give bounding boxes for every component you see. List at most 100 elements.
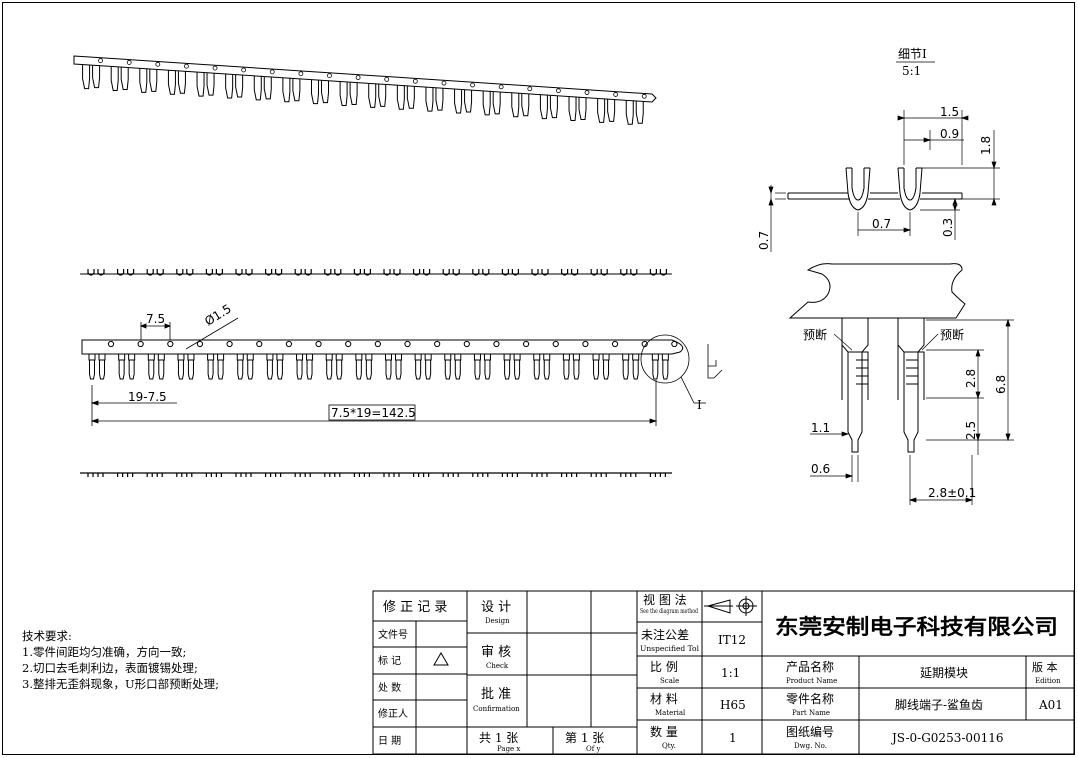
front-pin — [444, 354, 452, 380]
plan-pin-pair — [472, 269, 490, 276]
strip-hole — [256, 340, 263, 348]
dim-section-6-8: 6.8 — [994, 375, 1008, 394]
front-pin — [187, 354, 195, 380]
approve-label: 批 准 — [481, 687, 511, 702]
plan-pin-pair — [117, 269, 135, 276]
bottom-pin-pair — [146, 473, 163, 477]
plan-pin-pair — [413, 269, 431, 276]
front-pin — [217, 354, 225, 380]
strip-hole — [345, 340, 352, 348]
iso-pin — [310, 79, 329, 105]
plan-row-view — [80, 269, 672, 276]
dim-offset: 19-7.5 — [128, 390, 167, 404]
front-pin — [118, 354, 126, 380]
design-label: 设 计 — [481, 600, 511, 615]
dim-total-box — [328, 404, 416, 421]
iso-pin — [425, 87, 444, 112]
approve-label-en: Confirmation — [473, 705, 520, 713]
bottom-pin-pair — [324, 473, 341, 477]
mark-label: 标 记 — [378, 655, 401, 667]
front-pin — [661, 354, 669, 380]
strip-hole — [552, 340, 559, 348]
dim-detail-0-7: 0.7 — [872, 217, 891, 231]
iso-pin — [339, 81, 358, 106]
front-pin — [335, 354, 343, 380]
bottom-pin-pair — [353, 473, 370, 477]
strip-hole — [107, 340, 115, 348]
strip-hole — [523, 340, 530, 348]
front-pin — [276, 354, 284, 380]
strip-hole — [493, 340, 500, 348]
bottom-pin-pair — [590, 473, 607, 477]
tolerance-label-en: Unspecified Tol — [640, 645, 700, 653]
plan-pin-pair — [531, 269, 549, 276]
front-view — [81, 339, 684, 380]
notes-title: 技术要求: — [22, 629, 72, 643]
front-pin — [246, 354, 254, 380]
front-pin — [473, 354, 481, 380]
front-pin — [513, 354, 521, 380]
material-label-en: Material — [655, 709, 686, 717]
iso-pin — [597, 98, 616, 123]
bottom-pin-pair — [472, 473, 489, 477]
dim-detail-1-5: 1.5 — [940, 105, 959, 119]
edition-value: A01 — [1038, 698, 1063, 712]
strip-hole — [137, 340, 144, 348]
date-label: 日 期 — [378, 735, 401, 747]
notes-item-3: 3.整排无歪斜现象，U形口部预断处理; — [22, 677, 220, 691]
part-name-label-en: Part Name — [792, 709, 830, 717]
drawing-no-label-en: Dwg. No. — [794, 742, 827, 750]
label-pre-break-right: 预断 — [940, 327, 964, 342]
revision-triangle-icon — [433, 652, 449, 666]
front-pin — [622, 354, 630, 380]
tolerance-value: IT12 — [718, 633, 746, 647]
product-name-label: 产品名称 — [786, 659, 834, 674]
part-name-value: 脚线端子-鲨鱼齿 — [895, 697, 983, 712]
strip-hole — [611, 340, 619, 348]
bottom-pin-pair — [501, 473, 518, 477]
plan-pin-pair — [205, 269, 223, 276]
bottom-pin-pair — [235, 473, 252, 477]
plan-pin-pair — [590, 269, 608, 276]
front-pin — [88, 354, 96, 380]
dim-detail-0-9: 0.9 — [940, 127, 959, 141]
front-pin — [503, 354, 511, 380]
tolerance-label: 未注公差 — [641, 627, 689, 642]
check-label-en: Check — [486, 662, 509, 670]
detail-side-view — [787, 167, 963, 211]
bottom-pin-pair — [413, 473, 430, 477]
total-sheets-label: 共 1 张 — [479, 731, 518, 745]
iso-pin — [196, 72, 215, 97]
strip-hole — [671, 340, 678, 348]
title-block-grid — [372, 590, 1075, 755]
place-label: 处 数 — [378, 681, 401, 694]
dim-section-2-8: 2.8 — [964, 369, 978, 388]
bottom-pin-pair — [176, 473, 193, 477]
strip-hole — [582, 340, 589, 348]
strip-hole — [404, 340, 411, 348]
strip-hole — [196, 340, 204, 348]
edition-label: 版 本 — [1032, 660, 1058, 674]
detail-front-section — [788, 263, 966, 453]
detail-title: 细节I — [898, 47, 927, 61]
front-pin — [602, 354, 610, 380]
plan-pin-pair — [383, 269, 401, 276]
reviser-label: 修正人 — [378, 707, 408, 720]
iso-pin — [511, 92, 530, 118]
scale-label-en: Scale — [660, 677, 679, 685]
view-method-label-en: See the diagram method — [640, 608, 698, 615]
front-pin — [592, 354, 600, 380]
bottom-pin-pair — [561, 473, 578, 477]
projection-symbol-icon — [704, 596, 757, 616]
detail-side-dimensions — [768, 110, 1000, 252]
isometric-strip-view — [73, 55, 657, 125]
front-pin — [306, 354, 314, 380]
product-name-value: 延期模块 — [920, 666, 968, 680]
bottom-pin-pair — [649, 473, 666, 477]
front-pin — [454, 354, 462, 380]
part-name-label: 零件名称 — [786, 691, 834, 706]
dim-detail-1-8: 1.8 — [979, 136, 993, 155]
front-pin — [533, 354, 541, 380]
bottom-pin-pair — [265, 473, 282, 477]
